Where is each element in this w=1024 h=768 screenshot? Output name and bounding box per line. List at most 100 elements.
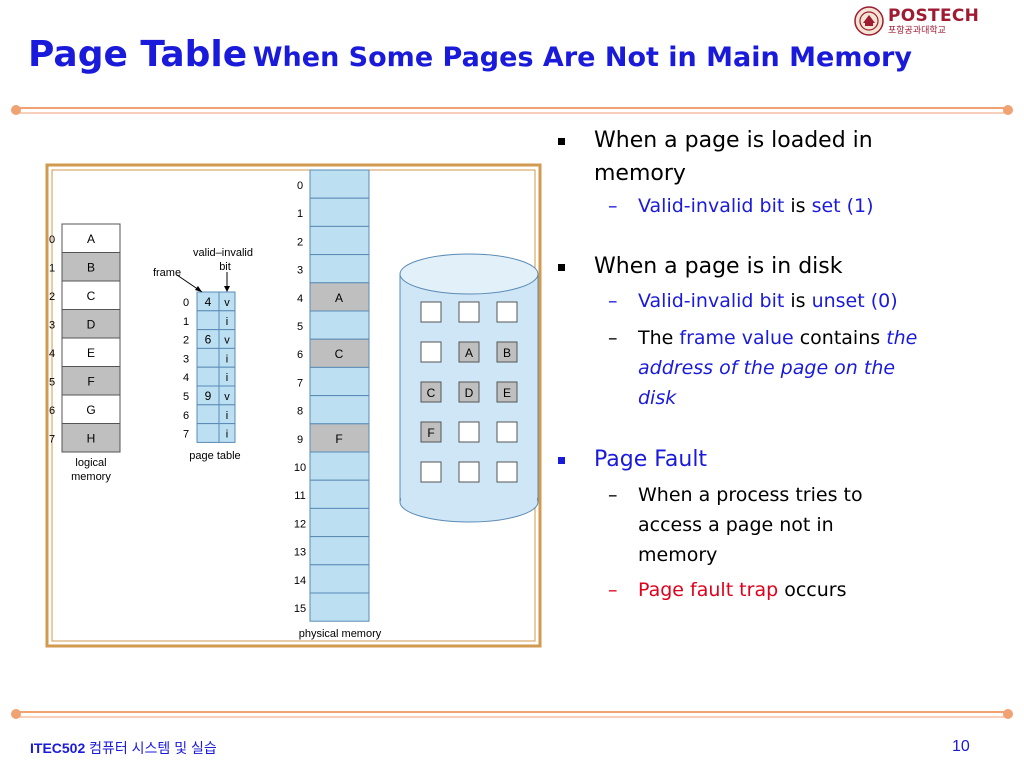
frame-value-italic-2: address of the page on the xyxy=(638,357,896,379)
frame-number: 6 xyxy=(205,333,212,347)
disk-page-slot xyxy=(458,461,480,483)
frame-index: 7 xyxy=(297,377,303,389)
logical-page-index: 4 xyxy=(49,348,55,360)
disk-page-slot xyxy=(458,301,480,323)
logical-page-label: E xyxy=(87,346,95,360)
frame-index: 5 xyxy=(297,321,303,333)
top-divider xyxy=(11,105,1013,115)
frame-label: frame xyxy=(153,267,181,279)
valid-bit-is: is xyxy=(784,195,812,217)
bullet-disk: When a page is in disk xyxy=(552,250,992,283)
frame-value-italic-1: the xyxy=(886,327,918,349)
frame-value-mid: contains xyxy=(793,327,887,349)
logical-page-index: 3 xyxy=(49,320,55,332)
frame-slot xyxy=(309,395,370,425)
frame-cell xyxy=(196,347,220,368)
logical-page-index: 7 xyxy=(49,434,55,446)
frame-slot xyxy=(309,507,370,538)
logical-page-index: 2 xyxy=(49,291,55,303)
frame-index: 6 xyxy=(297,349,303,361)
logical-page-label: D xyxy=(87,318,96,332)
frame-cell xyxy=(196,423,220,443)
bullet-disk-text: When a page is in disk xyxy=(594,254,843,279)
valid-invalid-bit: v xyxy=(224,297,230,309)
postech-logo: POSTECH 포항공과대학교 xyxy=(854,4,979,38)
physical-memory-caption: physical memory xyxy=(299,628,382,640)
logical-page-cell xyxy=(61,280,121,310)
page-table-index: 6 xyxy=(183,410,189,422)
page-table-caption: page table xyxy=(189,450,240,462)
logical-page-cell xyxy=(61,223,121,253)
bullet-page-fault-text: Page Fault xyxy=(594,447,708,472)
valid-invalid-label: valid–invalid xyxy=(193,247,253,259)
course-name: 컴퓨터 시스템 및 실습 xyxy=(89,740,217,756)
frame-value-term: frame value xyxy=(679,327,794,349)
logical-page-label: G xyxy=(86,403,95,417)
page-table-index: 2 xyxy=(183,335,189,347)
frame-index: 10 xyxy=(294,462,306,474)
fault-trap-term: Page fault trap xyxy=(638,579,779,601)
disk-page-slot xyxy=(496,381,518,403)
sub-valid-unset: – Valid-invalid bit is unset (0) xyxy=(552,287,992,315)
frame-number: 9 xyxy=(205,389,212,403)
valid-bit-is-2: is xyxy=(784,290,812,312)
frame-cell xyxy=(196,404,220,425)
logical-page-index: 0 xyxy=(49,234,55,246)
frame-index: 12 xyxy=(294,518,306,530)
dash-icon: – xyxy=(608,290,618,312)
disk-page-slot xyxy=(420,421,442,443)
bit-arrow-head xyxy=(224,286,230,292)
bullet-loaded-line1: When a page is loaded in xyxy=(594,128,873,153)
disk-page-slot xyxy=(420,301,442,323)
frame-index: 8 xyxy=(297,406,303,418)
disk-page-slot xyxy=(496,461,518,483)
frame-slot xyxy=(309,254,370,284)
valid-invalid-bit: i xyxy=(226,372,228,384)
page-table-index: 5 xyxy=(183,391,189,403)
slide-title: Page Table When Some Pages Are Not in Ma… xyxy=(28,34,912,75)
frame-index: 3 xyxy=(297,265,303,277)
bullet-loaded-line2: memory xyxy=(594,161,686,186)
page-table-index: 7 xyxy=(183,429,189,441)
valid-bit-term: Valid-invalid bit xyxy=(638,195,785,217)
frame-slot xyxy=(309,479,370,509)
title-main: Page Table xyxy=(28,34,248,75)
logical-page-cell xyxy=(61,337,121,367)
logical-page-label: B xyxy=(87,261,95,275)
logical-memory-label-1: logical xyxy=(75,457,106,469)
valid-invalid-bit: i xyxy=(226,410,228,422)
course-code: ITEC502 xyxy=(30,740,86,756)
title-sub: When Some Pages Are Not in Main Memory xyxy=(252,42,912,73)
page-table-index: 3 xyxy=(183,353,189,365)
page-table-index: 4 xyxy=(183,372,189,384)
footer-course: ITEC502 컴퓨터 시스템 및 실습 xyxy=(30,738,217,758)
frame-content: F xyxy=(335,432,342,446)
frame-slot xyxy=(309,564,370,594)
frame-arrow-head xyxy=(195,286,202,292)
frame-index: 0 xyxy=(297,180,303,192)
frame-index: 15 xyxy=(294,603,306,615)
disk-page-slot xyxy=(496,301,518,323)
disk-page-label: C xyxy=(427,386,436,400)
frame-slot xyxy=(309,282,370,312)
bullet-marker-icon xyxy=(558,457,565,464)
disk-page-label: A xyxy=(465,346,473,360)
logical-page-label: C xyxy=(87,289,96,303)
dash-icon: – xyxy=(608,579,618,601)
frame-slot xyxy=(309,592,370,622)
disk-page-slot xyxy=(458,381,480,403)
frame-slot xyxy=(309,366,370,397)
logo-name: POSTECH xyxy=(888,6,980,26)
disk-page-label: B xyxy=(503,346,511,360)
frame-value-pre: The xyxy=(638,327,680,349)
disk-page-slot xyxy=(496,341,518,363)
valid-invalid-bit: i xyxy=(226,353,228,365)
logical-page-label: H xyxy=(87,432,96,446)
frame-slot xyxy=(309,423,370,453)
logical-page-index: 6 xyxy=(49,405,55,417)
frame-slot xyxy=(309,225,370,256)
